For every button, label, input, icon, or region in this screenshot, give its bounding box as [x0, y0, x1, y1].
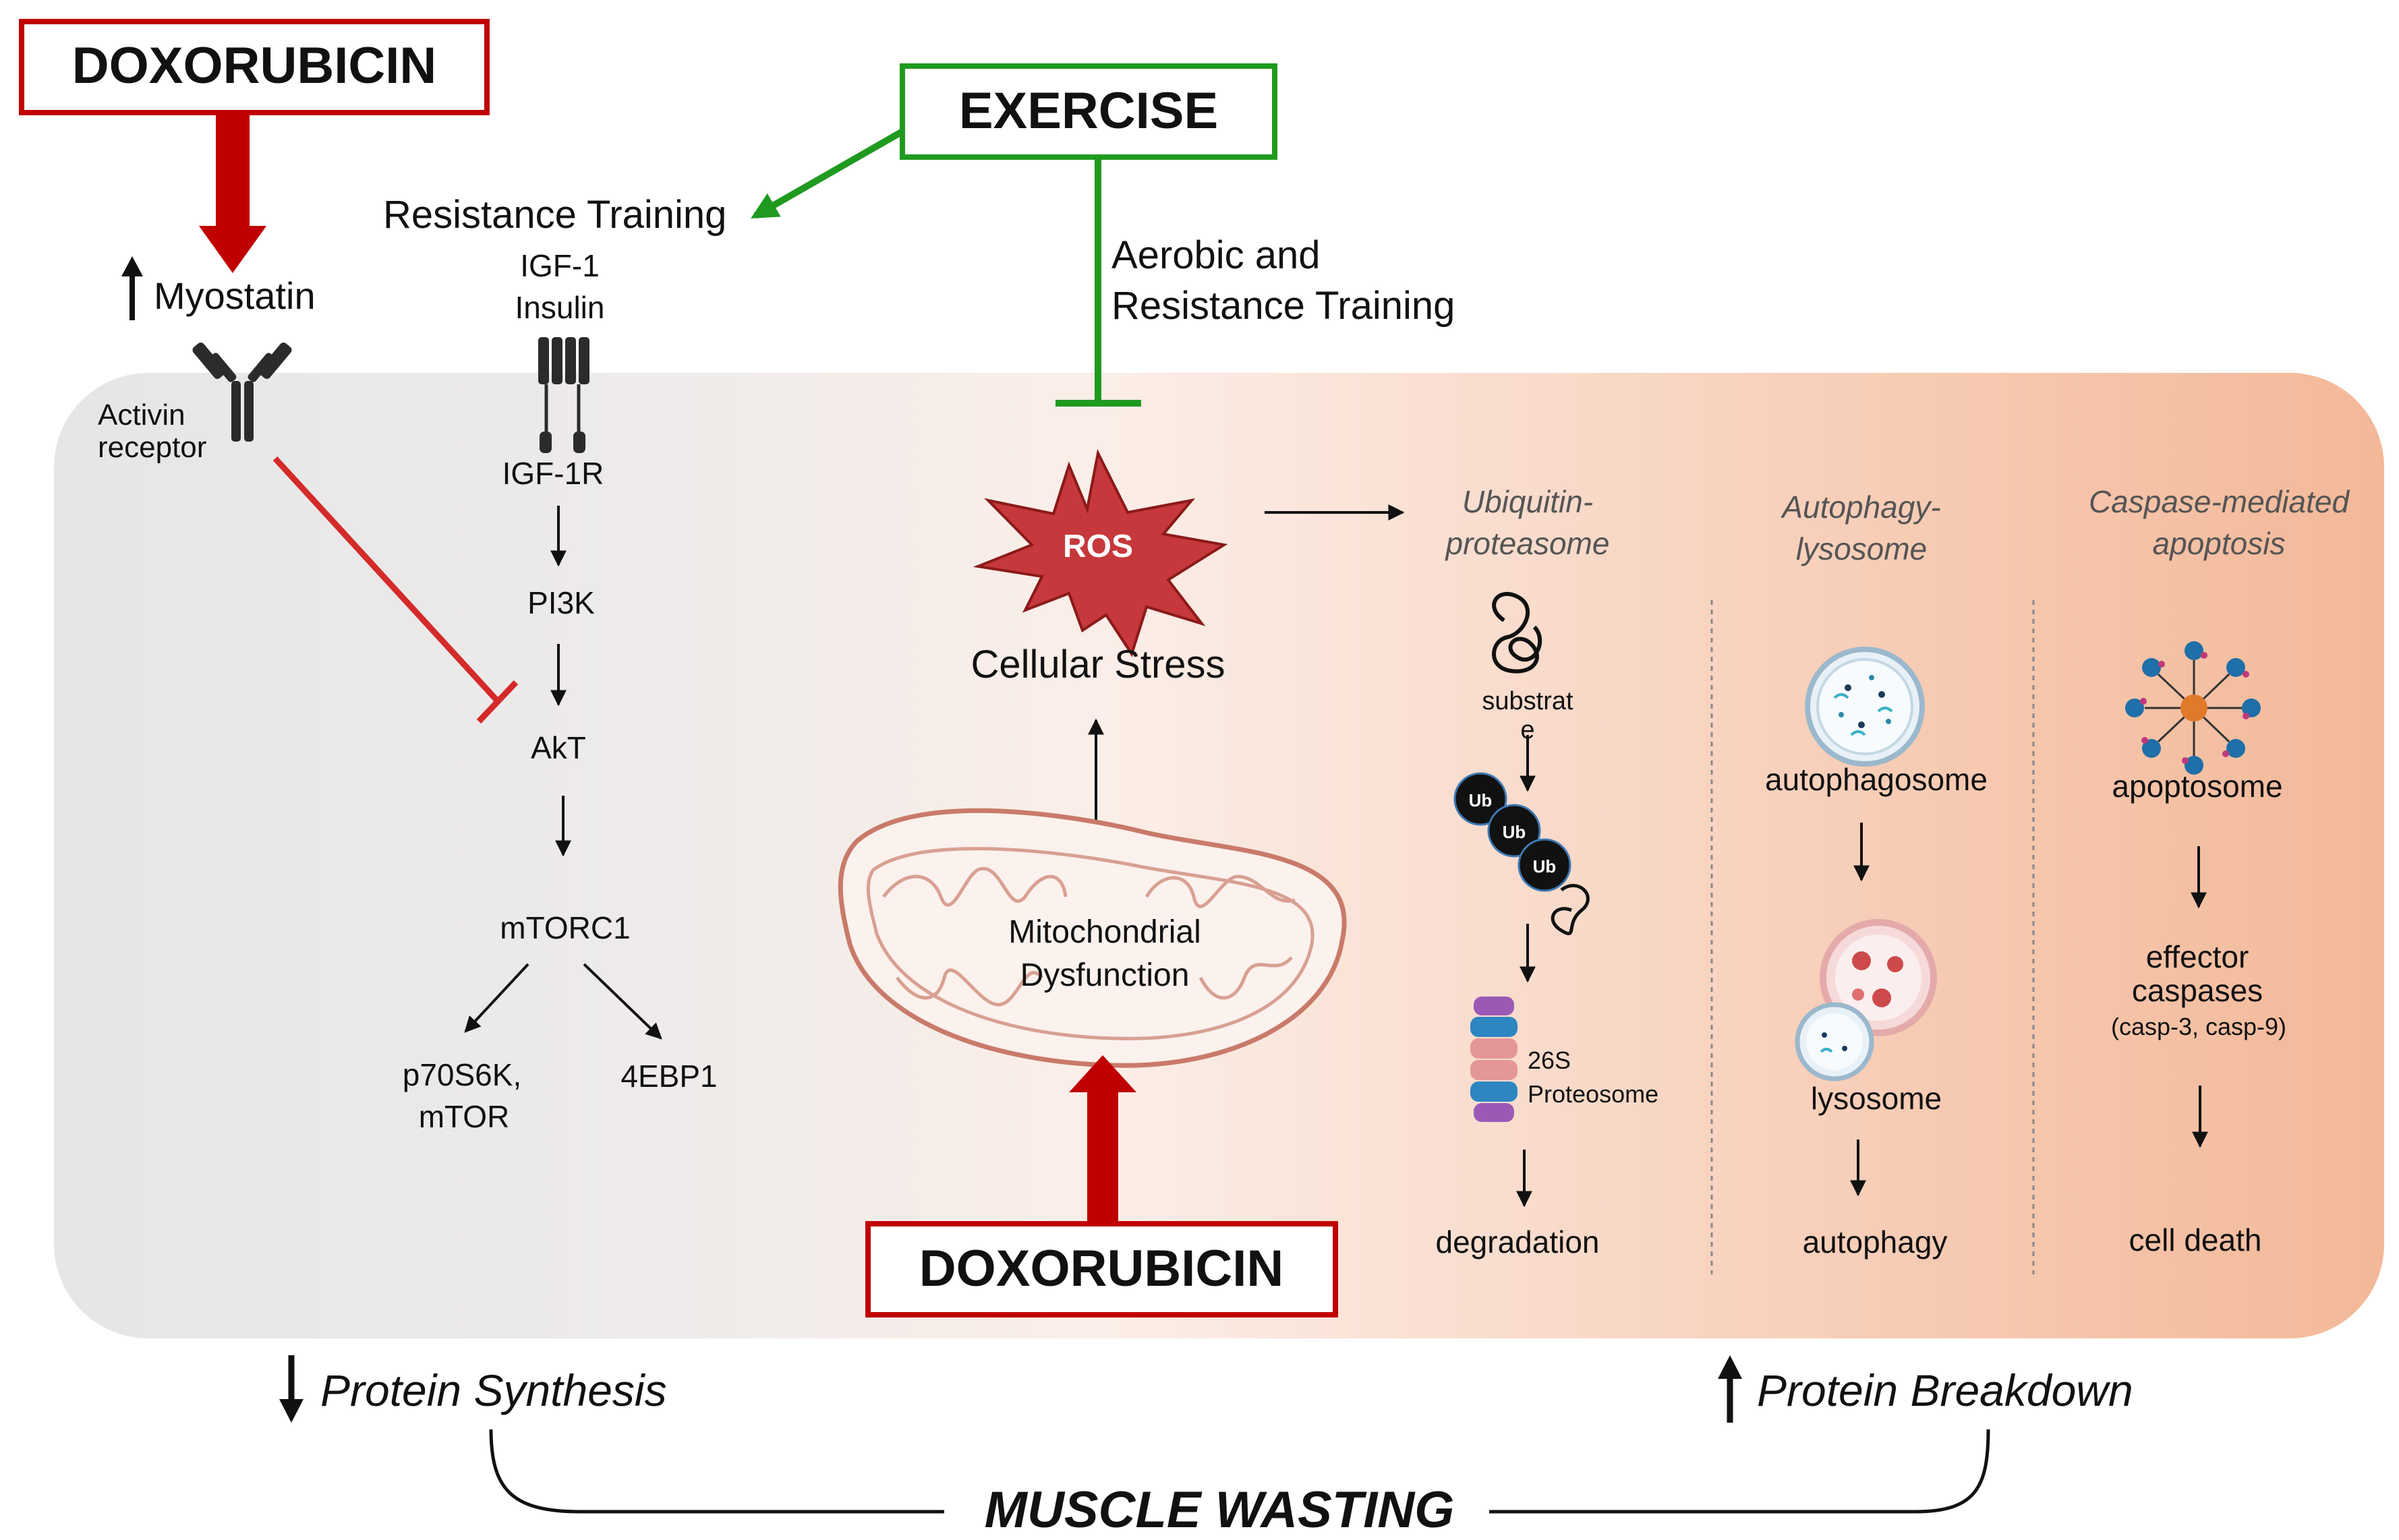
degradation-label: degradation	[1436, 1224, 1600, 1260]
myostatin-label: Myostatin	[154, 274, 316, 317]
protein-synthesis-label: Protein Synthesis	[320, 1365, 667, 1415]
mito-label-1: Mitochondrial	[1008, 914, 1201, 950]
red-arrow-to-myostatin	[199, 113, 266, 273]
bracket-right	[1489, 1429, 1990, 1514]
doxorubicin-box-bottom	[865, 1221, 1338, 1317]
protein-breakdown-label: Protein Breakdown	[1757, 1365, 2133, 1415]
akt-label: AkT	[531, 730, 586, 765]
arrow-mtorc1-p70	[464, 963, 529, 1033]
effector-label-1: effector	[2146, 939, 2249, 974]
proteasome-label-1: 26S	[1528, 1046, 1571, 1074]
autophagosome-label: autophagosome	[1765, 762, 1988, 797]
ub-label-2: Ub	[1503, 822, 1526, 842]
cellular-stress-label: Cellular Stress	[971, 643, 1225, 686]
exercise-inhibits-ros	[1056, 157, 1141, 407]
doxorubicin-label-bottom: DOXORUBICIN	[919, 1240, 1283, 1297]
apoptosome-label: apoptosome	[2112, 769, 2282, 804]
autophagy-end-label: autophagy	[1803, 1224, 1948, 1260]
up-arrow-breakdown-icon	[1718, 1355, 1742, 1423]
substrate-label-2: e	[1520, 716, 1534, 744]
myostatin-inhibits-akt	[272, 456, 519, 724]
activin-receptor-label-1: Activin	[98, 398, 185, 432]
autophagosome-icon	[1805, 647, 1925, 767]
substrate-icon	[1492, 591, 1542, 674]
ub-icon-3	[1518, 838, 1571, 892]
green-arrow-to-resistance	[751, 128, 904, 219]
lysosome-label: lysosome	[1811, 1081, 1942, 1116]
aerobic-training-label-1: Aerobic and	[1111, 233, 1321, 277]
muscle-wasting-label: MUSCLE WASTING	[985, 1481, 1455, 1539]
apoptosis-title-2: apoptosis	[2153, 526, 2286, 561]
apoptosis-title-1: Caspase-mediated	[2089, 484, 2350, 519]
ub-icon-1	[1453, 772, 1507, 826]
ros-label: ROS	[1063, 529, 1133, 564]
igf1r-receptor-icon	[538, 337, 589, 453]
effector-label-2: caspases	[2132, 973, 2263, 1008]
ups-title-2: proteasome	[1445, 526, 1610, 561]
mito-label-2: Dysfunction	[1020, 957, 1190, 993]
doxorubicin-box-top	[19, 19, 490, 115]
activin-receptor-icon	[192, 343, 292, 442]
mtor-label: mTOR	[419, 1099, 510, 1134]
pi3k-label: PI3K	[527, 585, 595, 620]
lysosome-icon	[1795, 919, 1937, 1082]
exercise-label: EXERCISE	[959, 82, 1218, 140]
ub-icon-2	[1487, 804, 1541, 858]
activin-receptor-label-2: receptor	[98, 431, 206, 464]
p70s6k-label: p70S6K,	[403, 1057, 521, 1092]
arrow-mtorc1-4ebp1	[583, 963, 662, 1040]
cell-death-label: cell death	[2129, 1222, 2262, 1257]
red-arrow-to-mito	[1069, 1055, 1136, 1224]
mitochondrion-icon	[838, 808, 1347, 1068]
resistance-training-label: Resistance Training	[383, 193, 726, 237]
doxorubicin-label-top: DOXORUBICIN	[72, 37, 436, 94]
mtorc1-label: mTORC1	[500, 910, 630, 945]
4ebp1-label: 4EBP1	[620, 1059, 717, 1094]
bracket-left	[489, 1429, 944, 1514]
proteasome-label-2: Proteosome	[1528, 1080, 1658, 1108]
apoptosome-icon	[2125, 641, 2261, 775]
ros-star-icon	[973, 448, 1228, 657]
autophagy-title-1: Autophagy-	[1780, 490, 1940, 525]
ubiquitin-chain	[1453, 772, 1590, 935]
autophagy-title-2: lysosome	[1796, 531, 1927, 566]
proteasome-icon	[1470, 997, 1518, 1122]
exercise-box	[900, 63, 1277, 160]
substrate-label-1: substrat	[1482, 687, 1573, 715]
igf1r-label: IGF-1R	[502, 456, 604, 491]
aerobic-training-label-2: Resistance Training	[1111, 284, 1455, 328]
ub-label-1: Ub	[1469, 790, 1493, 810]
ups-title-1: Ubiquitin-	[1462, 484, 1593, 519]
insulin-label: Insulin	[515, 290, 605, 325]
up-arrow-icon	[121, 256, 143, 320]
ub-label-3: Ub	[1533, 856, 1557, 877]
down-arrow-icon	[279, 1355, 304, 1423]
igf1-label: IGF-1	[520, 248, 600, 283]
effector-label-3: (casp-3, casp-9)	[2111, 1013, 2286, 1040]
